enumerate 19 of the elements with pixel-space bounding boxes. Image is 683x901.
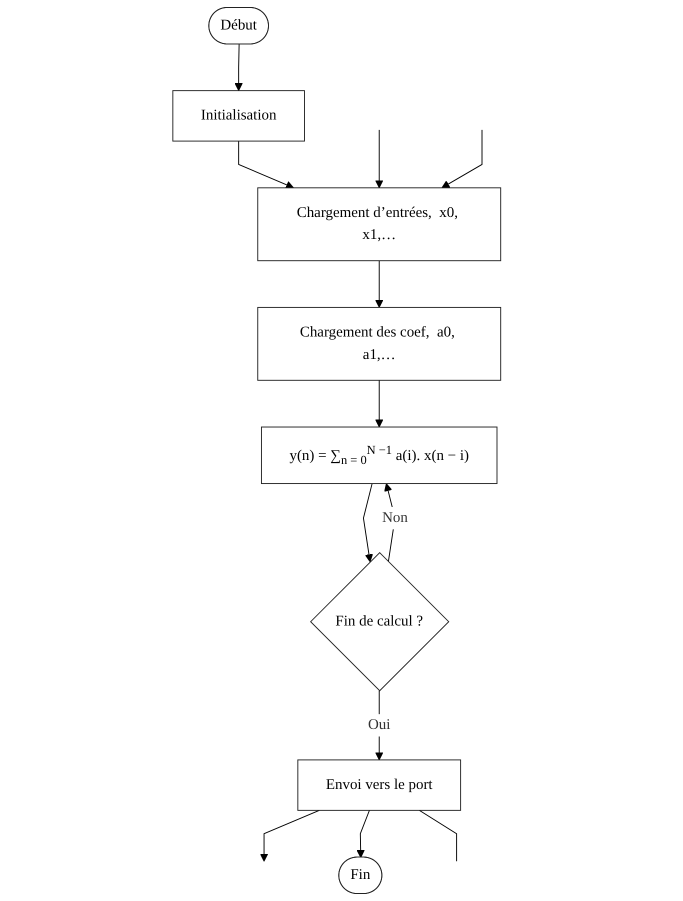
node-box: Envoi vers le port	[297, 759, 462, 811]
connector	[419, 810, 458, 862]
node-box: Chargement d’entrées, x0, x1,…	[257, 187, 502, 262]
node-box: Initialisation	[172, 90, 305, 142]
arrow	[260, 810, 320, 862]
node-box: Chargement des coef, a0, a1,…	[257, 306, 502, 381]
edge-label: Non	[382, 510, 408, 526]
arrow	[442, 129, 483, 188]
node-box: y(n) = ∑$_{n = 0}$$^{N −1}$ a(i). x(n − i)	[261, 426, 498, 484]
edge-label: Oui	[368, 716, 390, 733]
arrow	[234, 44, 243, 91]
node-diamond: Fin de calcul ?	[310, 552, 450, 692]
arrow	[375, 260, 384, 308]
arrow	[375, 380, 384, 428]
arrow	[356, 810, 370, 858]
arrow	[375, 690, 384, 760]
arrow	[363, 483, 374, 562]
arrow	[238, 140, 294, 189]
arrow	[375, 129, 384, 188]
